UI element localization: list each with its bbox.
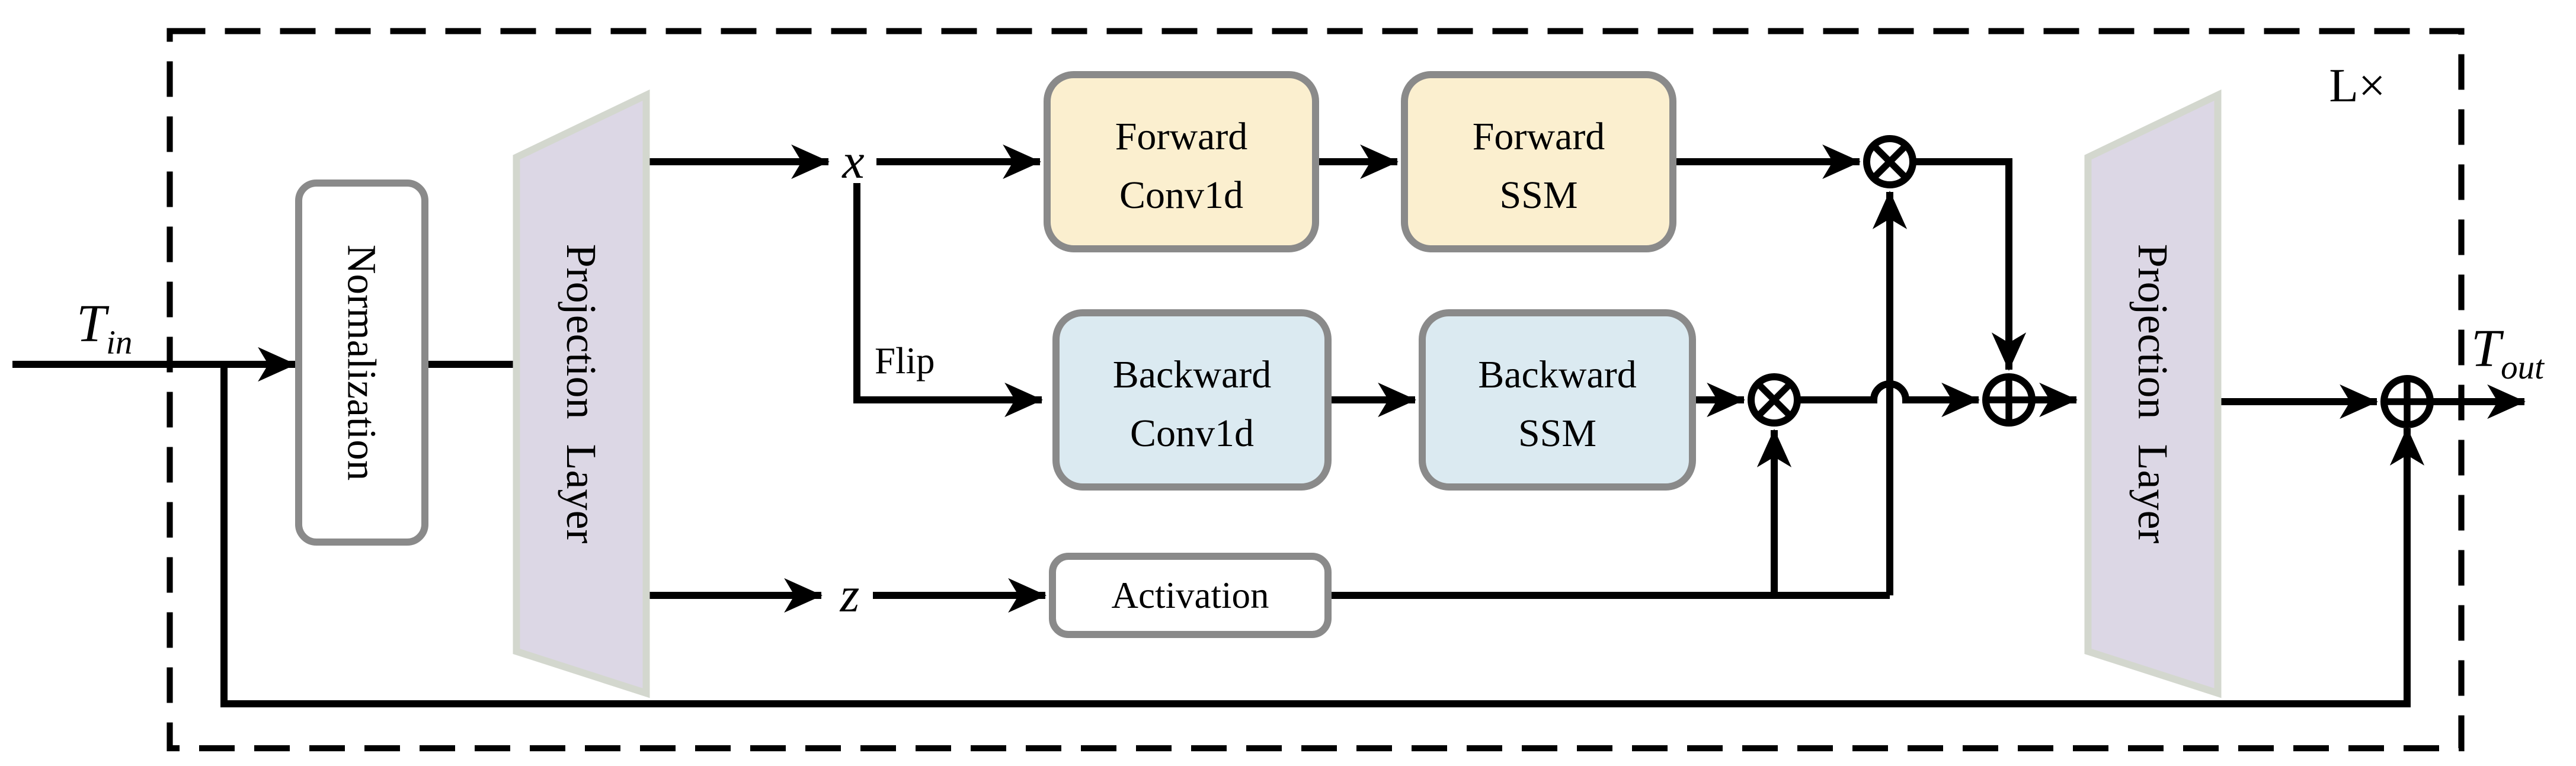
repeat-block-border — [167, 28, 2465, 752]
projection-layer-in-label: Projection Layer — [558, 244, 605, 544]
t-out-label: Tout — [2471, 319, 2545, 386]
backward-conv1d-box — [1052, 309, 1332, 491]
projection-layer-out: Projection Layer — [2084, 89, 2222, 698]
forward-conv1d-box — [1044, 71, 1319, 252]
wire-residual-skip — [220, 364, 2425, 707]
normalization-label: Normalization — [340, 245, 385, 481]
normalization-box — [295, 180, 428, 546]
normalization-node: Normalization — [295, 180, 428, 546]
backward-ssm-box — [1419, 309, 1696, 491]
projection-layer-out-shape — [2084, 89, 2222, 698]
projection-layer-in-shape — [513, 89, 650, 698]
wires — [12, 144, 2526, 707]
activation-box — [1049, 553, 1332, 638]
forward-ssm-box — [1401, 71, 1676, 252]
t-in-label: Tin — [76, 294, 132, 361]
z-signal-label: z — [840, 568, 860, 623]
x-signal-label: x — [841, 134, 864, 189]
backward-multiply-icon — [1748, 373, 1801, 427]
forward-multiply-icon — [1863, 135, 1916, 188]
projection-layer-out-label: Projection Layer — [2129, 244, 2177, 544]
wire-flip-to-backward-conv — [853, 183, 1043, 418]
residual-add-icon — [2380, 375, 2434, 428]
flip-label: Flip — [875, 340, 935, 382]
projection-layer-in: Projection Layer — [513, 89, 650, 698]
wire-forward-gate-to-merge — [1913, 158, 2027, 371]
merge-add-icon — [1982, 373, 2036, 427]
activation-label: Activation — [1112, 575, 1269, 616]
repeat-count-label: L× — [2329, 59, 2385, 112]
activation-node: Activation — [1049, 553, 1332, 638]
